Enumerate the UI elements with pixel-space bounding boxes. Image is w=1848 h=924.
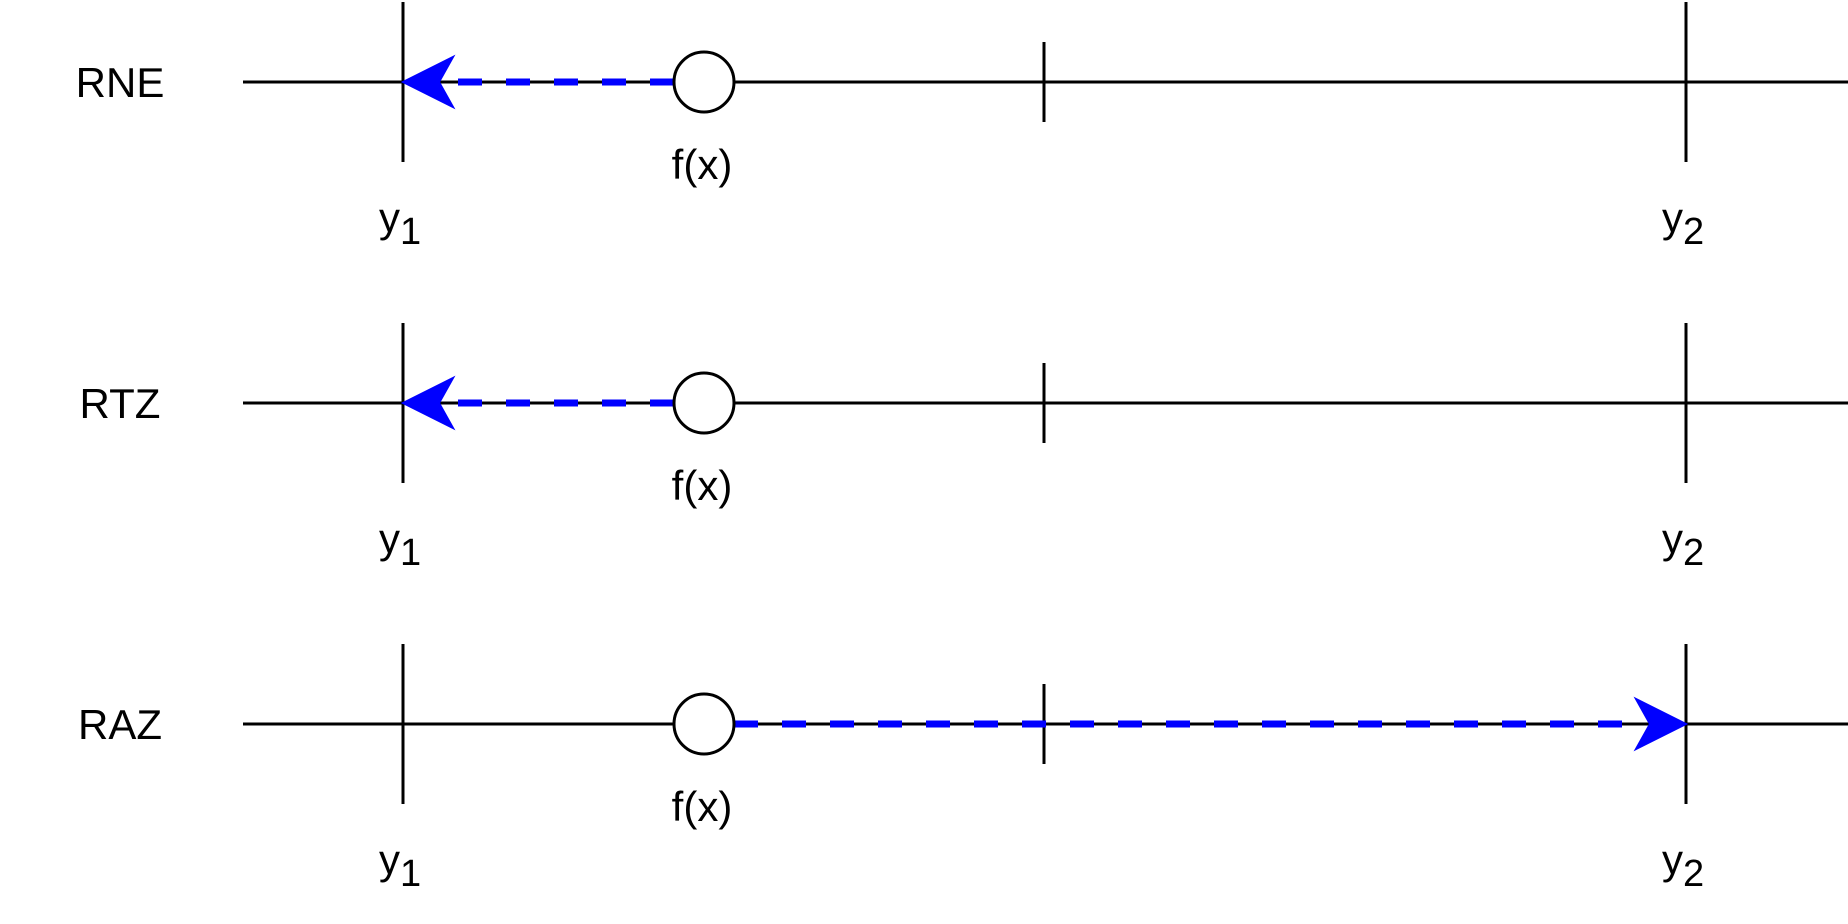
rounding-arrow-head (400, 375, 456, 431)
right-bound-label: y2 (1662, 836, 1704, 895)
bound-base: y (1662, 515, 1683, 562)
left-bound-label: y1 (379, 836, 421, 895)
rounding-arrow-head (1633, 696, 1689, 752)
row-label: RAZ (78, 701, 162, 748)
bound-subscript: 2 (1683, 853, 1704, 895)
bound-subscript: 2 (1683, 532, 1704, 574)
value-label: f(x) (672, 783, 733, 830)
right-bound-label: y2 (1662, 515, 1704, 574)
bound-subscript: 1 (400, 211, 421, 253)
bound-base: y (1662, 194, 1683, 241)
bound-base: y (1662, 836, 1683, 883)
value-marker (672, 692, 736, 756)
row-label: RTZ (80, 380, 161, 427)
bound-base: y (379, 515, 400, 562)
left-bound-label: y1 (379, 515, 421, 574)
bound-base: y (379, 194, 400, 241)
bound-subscript: 1 (400, 532, 421, 574)
right-bound-label: y2 (1662, 194, 1704, 253)
value-marker (672, 50, 736, 114)
bound-subscript: 1 (400, 853, 421, 895)
value-label: f(x) (672, 141, 733, 188)
bound-base: y (379, 836, 400, 883)
value-marker (672, 371, 736, 435)
row-label: RNE (76, 59, 165, 106)
value-label: f(x) (672, 462, 733, 509)
bound-subscript: 2 (1683, 211, 1704, 253)
left-bound-label: y1 (379, 194, 421, 253)
rounding-arrow-head (400, 54, 456, 110)
